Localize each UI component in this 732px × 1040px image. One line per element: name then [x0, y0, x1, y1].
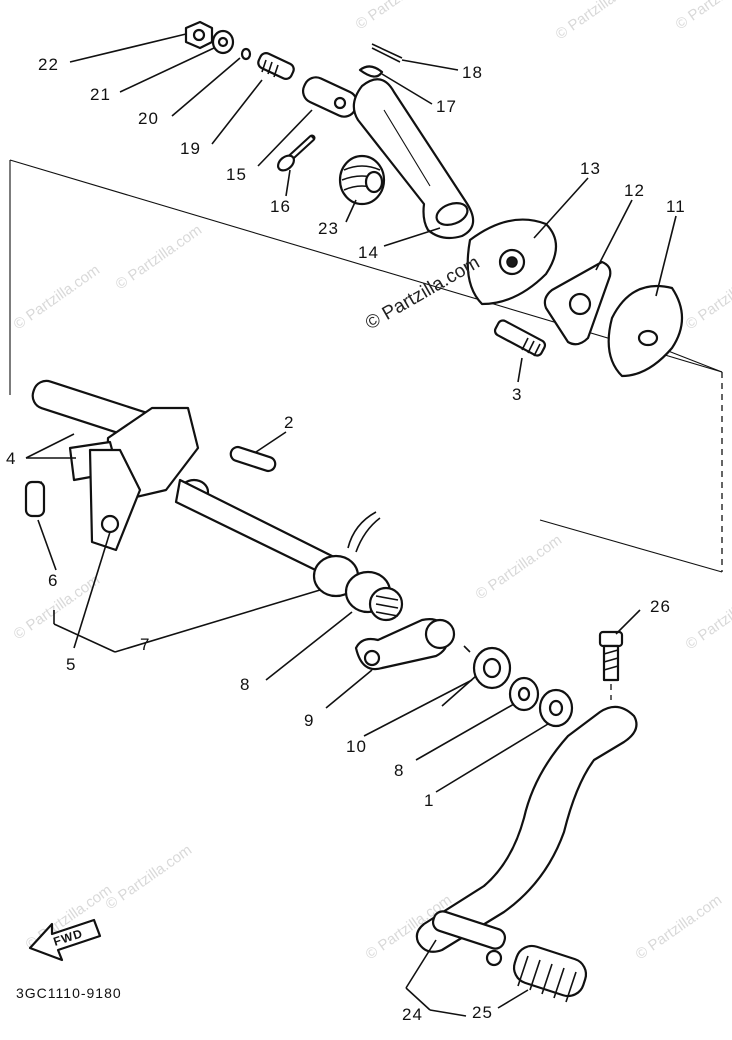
part-19-bolt[interactable]	[256, 51, 295, 81]
part-8-spring-collar[interactable]	[312, 511, 404, 622]
callout-10[interactable]: 10	[346, 737, 367, 756]
watermark-main: © Partzilla.com	[362, 252, 483, 334]
callout-25[interactable]: 25	[472, 1003, 493, 1022]
watermark: © Partzilla.com	[11, 261, 104, 333]
part-10-spring[interactable]	[441, 645, 512, 707]
callout-7[interactable]: 7	[140, 635, 150, 654]
part-17-clip[interactable]	[358, 65, 384, 78]
callout-5[interactable]: 5	[66, 655, 76, 674]
watermark: © Partzilla.com	[553, 0, 646, 43]
callout-24[interactable]: 24	[402, 1005, 423, 1024]
part-3-bolt[interactable]	[493, 319, 547, 358]
part-14-shift-arm[interactable]	[352, 78, 475, 240]
frame-top	[9, 159, 723, 373]
watermark: © Partzilla.com	[673, 0, 732, 33]
part-6-spring[interactable]	[24, 480, 46, 518]
part-23-spring[interactable]	[338, 154, 386, 206]
part-22-nut[interactable]	[184, 20, 214, 50]
watermark: © Partzilla.com	[113, 221, 206, 293]
assembly-frame	[9, 159, 723, 573]
part-1-seal[interactable]	[538, 688, 574, 728]
callout-8a[interactable]: 8	[240, 675, 250, 694]
callout-23[interactable]: 23	[318, 219, 339, 238]
part-11-cover-plate[interactable]	[607, 284, 683, 378]
callout-6[interactable]: 6	[48, 571, 58, 590]
callout-4[interactable]: 4	[6, 449, 16, 468]
callout-2[interactable]: 2	[284, 413, 294, 432]
watermark: © Partzilla.com	[353, 0, 446, 33]
callout-26[interactable]: 26	[650, 597, 671, 616]
callout-8b[interactable]: 8	[394, 761, 404, 780]
callout-1[interactable]: 1	[424, 791, 434, 810]
part-2-dowel[interactable]	[229, 445, 277, 473]
part-26-bolt[interactable]	[598, 630, 624, 700]
diagram-code: 3GC1110-9180	[16, 985, 122, 1001]
fwd-arrow: FWD	[28, 918, 102, 962]
part-21-washer[interactable]	[211, 29, 235, 55]
part-4-shift-shaft[interactable]	[29, 378, 210, 552]
watermark: © Partzilla.com	[683, 581, 732, 653]
part-25-rubber[interactable]	[510, 942, 590, 1003]
callout-18[interactable]: 18	[462, 63, 483, 82]
callout-17[interactable]: 17	[436, 97, 457, 116]
callout-12[interactable]: 12	[624, 181, 645, 200]
callout-19[interactable]: 19	[180, 139, 201, 158]
part-7-shaft[interactable]	[174, 478, 342, 582]
part-8-washer[interactable]	[508, 676, 540, 712]
callout-labels: 22 21 20 19 15 16 23 14 17 18 13 12 11 3…	[6, 55, 686, 1024]
callout-16[interactable]: 16	[270, 197, 291, 216]
watermark: © Partzilla.com	[103, 841, 196, 913]
leader-lines	[25, 33, 677, 1017]
callout-3[interactable]: 3	[512, 385, 522, 404]
callout-21[interactable]: 21	[90, 85, 111, 104]
part-20-o-ring[interactable]	[240, 47, 252, 61]
part-9-lever[interactable]	[354, 618, 456, 671]
callout-13[interactable]: 13	[580, 159, 601, 178]
frame-bottom	[539, 519, 723, 573]
watermark: © Partzilla.com	[633, 891, 726, 963]
callout-22[interactable]: 22	[38, 55, 59, 74]
watermark: © Partzilla.com	[683, 261, 732, 333]
watermark: © Partzilla.com	[473, 531, 566, 603]
part-13-segment[interactable]	[466, 218, 558, 306]
callout-15[interactable]: 15	[226, 165, 247, 184]
callout-11[interactable]: 11	[666, 197, 686, 216]
callout-9[interactable]: 9	[304, 711, 314, 730]
callout-14[interactable]: 14	[358, 243, 379, 262]
callout-20[interactable]: 20	[138, 109, 159, 128]
part-12-plate[interactable]	[543, 260, 612, 346]
part-24-shift-pedal[interactable]	[415, 705, 638, 967]
part-16-pin[interactable]	[275, 134, 316, 173]
part-18-cotter-pin[interactable]	[371, 43, 403, 63]
